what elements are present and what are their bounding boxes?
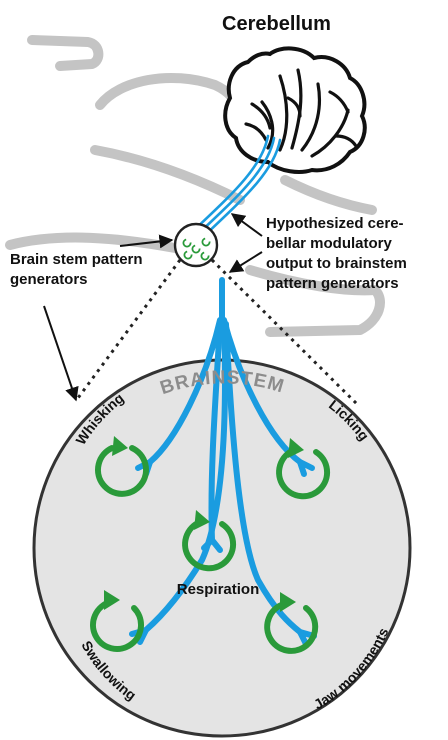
- cerebellum-peduncle-outline: [285, 180, 372, 210]
- respiration-label: Respiration: [177, 581, 260, 598]
- midbrain-outline: [95, 150, 240, 200]
- cerebellum-title: Cerebellum: [222, 13, 331, 35]
- hypothesis-arrow-up: [232, 214, 262, 236]
- forebrain-outline: [100, 78, 238, 108]
- hypothesis-line-1: Hypothesized cere-: [266, 215, 404, 232]
- hypothesis-line-2: bellar modulatory: [266, 235, 393, 252]
- hypothesis-line-3: output to brainstem: [266, 255, 407, 272]
- olfactory-bulb-outline: [32, 40, 98, 66]
- cerebellum-illustration: [225, 48, 365, 172]
- generators-line-1: Brain stem pattern: [10, 251, 143, 268]
- generators-line-2: generators: [10, 271, 88, 288]
- pattern-generator-nucleus: [175, 224, 217, 266]
- hypothesis-line-4: pattern generators: [266, 275, 399, 292]
- cerebellum-body: [225, 48, 365, 172]
- generators-arrow-down: [44, 306, 76, 400]
